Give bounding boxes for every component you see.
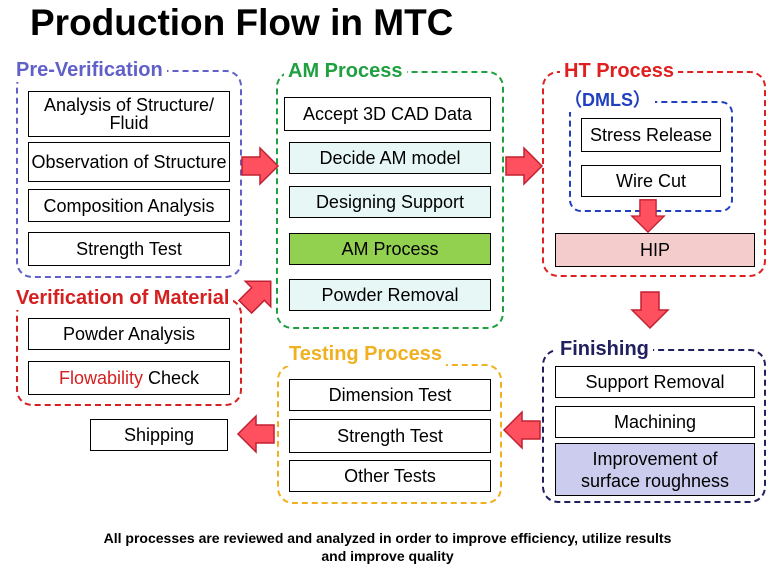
pre-verification-label: Pre-Verification [12, 58, 167, 82]
step-accept-cad: Accept 3D CAD Data [284, 97, 491, 131]
step-stress-release: Stress Release [581, 118, 721, 152]
arrow-testing-to-shipping-icon [236, 414, 276, 454]
step-designing-support: Designing Support [289, 186, 491, 218]
ht-process-label: HT Process [560, 59, 679, 83]
step-other-tests: Other Tests [289, 460, 491, 492]
step-analysis-structure-fluid: Analysis of Structure/ Fluid [28, 91, 230, 137]
am-process-label: AM Process [284, 59, 407, 83]
step-powder-removal: Powder Removal [289, 279, 491, 311]
step-machining: Machining [555, 406, 755, 438]
step-shipping: Shipping [90, 419, 228, 451]
verification-material-label: Verification of Material [12, 286, 234, 310]
testing-process-label: Testing Process [285, 342, 447, 366]
step-improvement-surface-roughness: Improvement of surface roughness [555, 443, 755, 496]
step-dimension-test: Dimension Test [289, 379, 491, 411]
footer-note-line1: All processes are reviewed and analyzed … [103, 530, 672, 546]
page-title: Production Flow in MTC [30, 2, 454, 43]
step-support-removal: Support Removal [555, 366, 755, 398]
step-observation-structure: Observation of Structure [28, 142, 230, 182]
step-hip: HIP [555, 233, 755, 267]
step-strength-test-pre: Strength Test [28, 232, 230, 266]
finishing-group [542, 349, 766, 503]
finishing-label: Finishing [556, 337, 653, 361]
arrow-finishing-to-testing-icon [502, 410, 542, 450]
step-flowability-check: Flowability Check [28, 361, 230, 395]
step-decide-am-model: Decide AM model [289, 142, 491, 174]
step-composition-analysis: Composition Analysis [28, 189, 230, 222]
footer-note-line2: and improve quality [321, 548, 454, 564]
step-powder-analysis: Powder Analysis [28, 318, 230, 350]
dmls-label: （DMLS） [560, 88, 655, 112]
arrow-am-to-ht-icon [504, 146, 544, 186]
flowability-text: Flowability [58, 368, 143, 388]
arrow-wirecut-to-hip-icon [630, 198, 666, 234]
step-wire-cut: Wire Cut [581, 165, 721, 197]
check-text: Check [143, 368, 200, 388]
arrow-pre-to-am-icon [240, 146, 280, 186]
step-am-process: AM Process [289, 233, 491, 265]
step-strength-test: Strength Test [289, 419, 491, 453]
arrow-ht-to-finishing-icon [630, 290, 670, 330]
